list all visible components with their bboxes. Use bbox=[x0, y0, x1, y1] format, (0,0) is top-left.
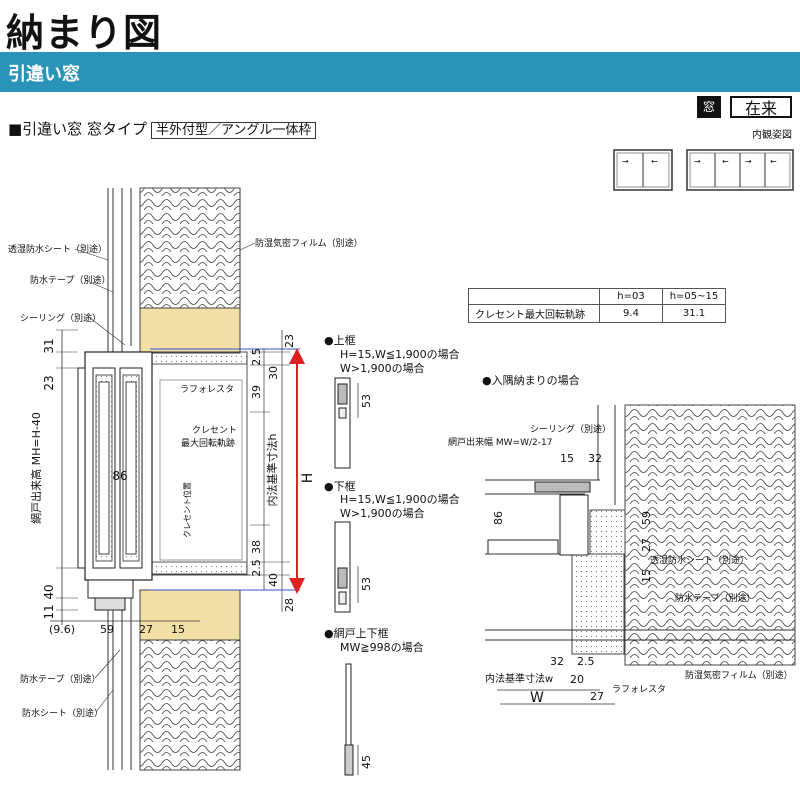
type-tag: 在来 bbox=[730, 96, 792, 118]
top-frame-title: ●上框 bbox=[324, 334, 356, 347]
screen-frame-title: ●網戸上下框 bbox=[324, 626, 389, 640]
H-label: H bbox=[300, 473, 316, 484]
corner-W: W bbox=[530, 690, 544, 706]
corner-tape: 防水テープ（別途） bbox=[675, 592, 755, 604]
top-frame-section bbox=[334, 377, 359, 469]
label-boushitsu-film: 防湿気密フィルム（別途） bbox=[255, 237, 363, 249]
page-title: 納まり図 bbox=[6, 11, 163, 55]
corner-dim-2-5: 2.5 bbox=[577, 655, 595, 668]
bottom-frame-title: ●下框 bbox=[324, 480, 356, 493]
top-frame-line1: H=15,W≦1,900の場合 bbox=[340, 347, 460, 361]
section-band: 引違い窓 bbox=[0, 52, 800, 92]
dim-left-23: 23 bbox=[42, 375, 56, 390]
top-frame-line2: W>1,900の場合 bbox=[340, 361, 425, 375]
corner-dim-15: 15 bbox=[560, 452, 574, 465]
dim-r-2-5a: 2.5 bbox=[250, 348, 263, 366]
dim-bot-96: (9.6) bbox=[49, 623, 75, 636]
category-tag: 窓 bbox=[697, 96, 721, 118]
left-dimension-chain bbox=[56, 329, 78, 625]
corner-dim-27: 27 bbox=[640, 538, 653, 552]
corner-detail-drawing bbox=[485, 404, 796, 705]
bottom-frame-dim: 53 bbox=[360, 577, 373, 591]
frame-type-box: 半外付型／アングル一体枠 bbox=[150, 122, 317, 139]
dim-bot-27: 27 bbox=[139, 623, 153, 636]
dim-r-28: 28 bbox=[283, 598, 296, 612]
view-label: 内観姿図 bbox=[752, 130, 792, 141]
corner-dim-20: 20 bbox=[570, 673, 584, 686]
corner-dim-27b: 27 bbox=[590, 690, 604, 703]
screen-frame-line1: MW≧998の場合 bbox=[340, 640, 424, 654]
corner-dim-59: 59 bbox=[640, 511, 653, 525]
top-frame-dim: 53 bbox=[360, 394, 373, 408]
corner-dim-86: 86 bbox=[492, 511, 505, 525]
corner-dim-32b: 32 bbox=[550, 655, 564, 668]
section-band-label: 引違い窓 bbox=[8, 64, 80, 85]
label-crescent-locus-2: 最大回転軌跡 bbox=[181, 437, 235, 449]
right-dimension-chain bbox=[250, 330, 305, 612]
corner-naihou-w: 内法基準寸法w bbox=[485, 672, 553, 685]
label-sealing: シーリング（別途） bbox=[20, 312, 101, 324]
dim-r-39: 39 bbox=[250, 385, 263, 399]
svg-text:→: → bbox=[694, 157, 701, 166]
dim-bot-15: 15 bbox=[171, 623, 185, 636]
crescent-table: h=03 h=05~15 クレセント最大回転軌跡 9.4 31.1 bbox=[468, 288, 726, 323]
label-bousui-sheet: 防水シート（別途） bbox=[22, 707, 103, 719]
corner-dim-32: 32 bbox=[588, 452, 602, 465]
dim-left-11: 11 bbox=[42, 604, 56, 619]
corner-laforesta: ラフォレスタ bbox=[612, 684, 666, 695]
table-cell: クレセント最大回転軌跡 bbox=[468, 304, 600, 323]
svg-text:←: ← bbox=[722, 157, 729, 166]
corner-dim-15b: 15 bbox=[640, 569, 653, 583]
amido-mh-label: 網戸出来高 MH=H-40 bbox=[29, 412, 43, 524]
label-bousui-tape-2: 防水テープ（別途） bbox=[20, 673, 100, 685]
dim-left-40: 40 bbox=[42, 584, 56, 599]
bottom-frame-section bbox=[334, 521, 359, 613]
label-laforesta: ラフォレスタ bbox=[180, 384, 234, 395]
window-thumbnail-2pane: →← bbox=[613, 149, 673, 191]
main-section-drawing bbox=[77, 187, 300, 771]
label-crescent-pos: クレセント位置 bbox=[182, 482, 192, 538]
table-header-row: h=03 h=05~15 bbox=[468, 288, 726, 305]
corner-film: 防湿気密フィルム（別途） bbox=[685, 669, 793, 681]
dim-r-23: 23 bbox=[283, 334, 296, 348]
svg-text:→: → bbox=[745, 157, 752, 166]
dim-bot-59: 59 bbox=[100, 623, 114, 636]
label-crescent-locus-1: クレセント bbox=[192, 425, 237, 436]
corner-title: ●入隅納まりの場合 bbox=[482, 373, 580, 387]
label-tousitsu-sheet: 透湿防水シート（別途） bbox=[8, 243, 107, 255]
dim-left-86: 86 bbox=[112, 469, 127, 483]
bottom-frame-line1: H=15,W≦1,900の場合 bbox=[340, 492, 460, 506]
screen-frame-dim: 45 bbox=[360, 755, 373, 769]
spec-label: ■引違い窓 窓タイプ bbox=[8, 120, 147, 138]
bottom-frame-line2: W>1,900の場合 bbox=[340, 506, 425, 520]
corner-amido-mw: 網戸出来幅 MW=W/2-17 bbox=[448, 436, 552, 448]
label-bousui-tape: 防水テープ（別途） bbox=[30, 274, 110, 286]
svg-text:←: ← bbox=[651, 157, 658, 166]
table-row: クレセント最大回転軌跡 9.4 31.1 bbox=[468, 304, 726, 323]
svg-text:→: → bbox=[622, 157, 629, 166]
screen-frame-section bbox=[344, 663, 359, 776]
window-thumbnail-4pane: → ← → ← bbox=[686, 149, 794, 191]
spec-line: ■引違い窓 窓タイプ半外付型／アングル一体枠 bbox=[8, 118, 317, 139]
svg-text:←: ← bbox=[770, 157, 777, 166]
dim-r-38: 38 bbox=[250, 540, 263, 554]
dim-left-31: 31 bbox=[42, 338, 56, 353]
table-cell: 31.1 bbox=[662, 304, 726, 323]
dim-r-40: 40 bbox=[267, 573, 280, 587]
corner-tousitsu: 透湿防水シート（別途） bbox=[650, 554, 749, 566]
dim-r-2-5b: 2.5 bbox=[250, 559, 263, 577]
naihou-h-label: 内法基準寸法h bbox=[265, 433, 279, 506]
dim-r-30: 30 bbox=[267, 366, 280, 380]
corner-sealing: シーリング（別途） bbox=[530, 423, 611, 435]
